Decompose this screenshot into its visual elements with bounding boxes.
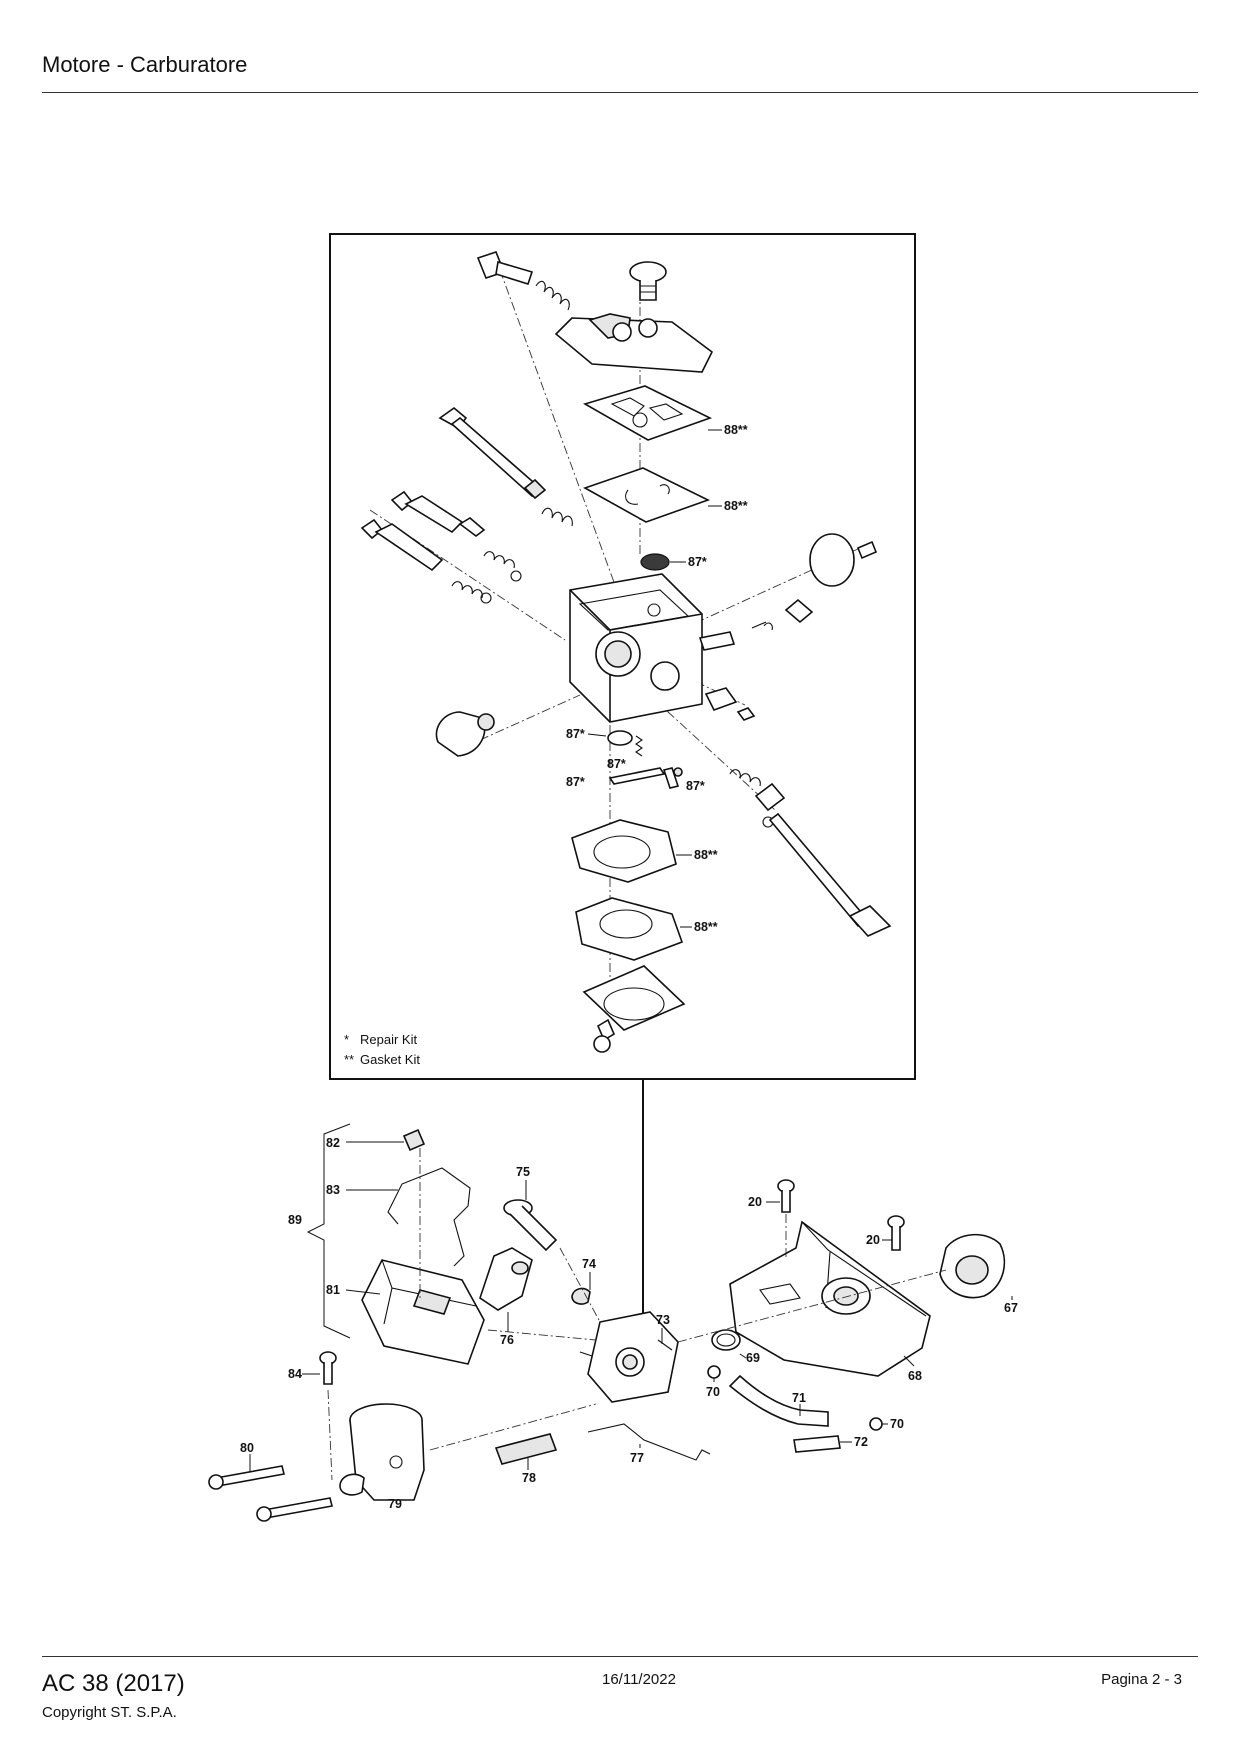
header-divider: [42, 92, 1198, 93]
callout-70: 70: [706, 1385, 720, 1399]
part-72-hose: [793, 1435, 841, 1453]
part-70-ring-left: [707, 1365, 721, 1379]
callout-87-repair: 87*: [566, 727, 585, 741]
callout-78: 78: [522, 1471, 536, 1485]
part-82-grommet: [402, 1128, 426, 1152]
adjuster-right: [751, 598, 814, 631]
metering-lever: [608, 767, 666, 785]
part-76-elbow: [479, 1247, 533, 1311]
callout-75: 75: [516, 1165, 530, 1179]
part-75-tube: [503, 1199, 558, 1252]
throttle-shaft-lower: [729, 769, 892, 937]
part-20-screw-left: [777, 1179, 795, 1213]
fast-idle-lever: [704, 687, 756, 721]
cover-screw: [629, 261, 667, 301]
callout-81: 81: [326, 1283, 340, 1297]
callout-71: 71: [792, 1391, 806, 1405]
page-title: Motore - Carburatore: [42, 52, 248, 77]
legend-repair-label: Repair Kit: [360, 1032, 417, 1047]
callout-89: 89: [288, 1213, 302, 1227]
callout-87-repair: 87*: [607, 757, 626, 771]
callout-77: 77: [630, 1451, 644, 1465]
legend-gasket-label: Gasket Kit: [360, 1052, 420, 1067]
callout-83: 83: [326, 1183, 340, 1197]
callout-88-gasket: 88**: [724, 423, 748, 437]
callout-79: 79: [388, 1497, 402, 1511]
callout-73: 73: [656, 1313, 670, 1327]
callout-20: 20: [748, 1195, 762, 1209]
part-20-screw-right: [887, 1215, 905, 1251]
footer-page-number: Pagina 2 - 3: [1101, 1671, 1182, 1688]
part-80-bolts: [208, 1465, 333, 1522]
callout-72: 72: [854, 1435, 868, 1449]
mixture-needle-l: [360, 518, 492, 604]
part-68-housing: [729, 1220, 931, 1377]
callout-87-repair: 87*: [566, 775, 585, 789]
part-81-filter-base: [361, 1259, 485, 1365]
callout-70: 70: [890, 1417, 904, 1431]
legend-gasket-symbol: **: [344, 1052, 354, 1067]
part-73-carburetor: [579, 1311, 679, 1403]
gasket-lower-1: [571, 819, 677, 883]
callout-88-gasket: 88**: [724, 499, 748, 513]
part-83-clip: [387, 1167, 471, 1267]
mixture-needle-h: [390, 490, 522, 582]
callout-87-repair: 87*: [688, 555, 707, 569]
idle-screw-with-spring: [476, 251, 570, 311]
part-69-ring: [711, 1329, 741, 1351]
needle-spring: [635, 735, 643, 757]
footer-model: AC 38 (2017): [42, 1670, 185, 1697]
legend-repair-symbol: *: [344, 1032, 349, 1047]
inlet-needle: [662, 767, 683, 789]
callout-67: 67: [1004, 1301, 1018, 1315]
metering-cover: [582, 965, 686, 1031]
part-67-flange: [939, 1233, 1006, 1299]
part-78-spacer: [494, 1433, 558, 1465]
part-79-manifold: [339, 1403, 425, 1501]
throttle-shaft-upper: [438, 406, 573, 527]
part-77-rod: [587, 1423, 711, 1461]
callout-87-repair: 87*: [686, 779, 705, 793]
gasket-upper-1: [582, 385, 713, 441]
cover-screw-bottom: [593, 1018, 616, 1053]
callout-76: 76: [500, 1333, 514, 1347]
callout-88-gasket: 88**: [694, 848, 718, 862]
gasket-upper-2: [583, 467, 711, 523]
callout-74: 74: [582, 1257, 596, 1271]
metering-disc: [607, 730, 633, 746]
kit-89-bracket: [306, 1123, 351, 1339]
footer-divider: [42, 1656, 1198, 1657]
lower-assembly-axis-lines: [327, 1148, 947, 1481]
footer-date: 16/11/2022: [602, 1671, 676, 1688]
part-70-ring-right: [869, 1417, 883, 1431]
callout-88-gasket: 88**: [694, 920, 718, 934]
footer-copyright: Copyright ST. S.P.A.: [42, 1704, 177, 1721]
callout-84: 84: [288, 1367, 302, 1381]
callout-20: 20: [866, 1233, 880, 1247]
pump-cover: [554, 313, 714, 373]
callout-82: 82: [326, 1136, 340, 1150]
part-84-screw: [319, 1351, 337, 1385]
gasket-lower-2: [575, 897, 684, 961]
carburetor-detail-frame: [329, 233, 916, 1080]
throttle-plate: [809, 533, 878, 587]
callout-68: 68: [908, 1369, 922, 1383]
callout-80: 80: [240, 1441, 254, 1455]
part-74-grommet: [571, 1287, 591, 1305]
part-71-hose: [728, 1374, 829, 1427]
choke-plate: [435, 711, 495, 757]
carburetor-body: [569, 573, 736, 723]
callout-69: 69: [746, 1351, 760, 1365]
inlet-screen: [640, 553, 670, 571]
